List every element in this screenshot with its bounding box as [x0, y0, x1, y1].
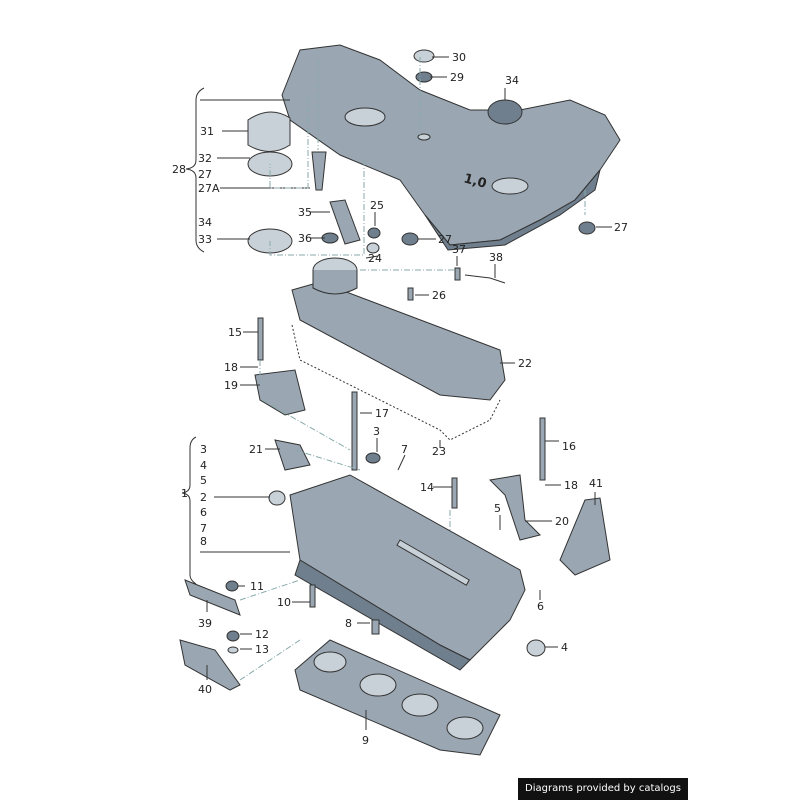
label-7-group: 7 — [200, 522, 207, 535]
label-25: 25 — [370, 199, 384, 212]
cylinder-head — [179, 317, 611, 691]
label-39: 39 — [198, 617, 212, 630]
label-11: 11 — [250, 580, 264, 593]
label-3: 3 — [373, 425, 380, 438]
part-labels: 30 29 34 31 32 27 27A 28 34 33 35 36 25 … — [172, 51, 628, 747]
label-19: 19 — [224, 379, 238, 392]
label-2: 2 — [200, 491, 207, 504]
label-27a: 27A — [198, 182, 220, 195]
head-gasket — [294, 639, 501, 756]
label-3-group: 3 — [200, 443, 207, 456]
label-5: 5 — [494, 502, 501, 515]
label-5-group: 5 — [200, 474, 207, 487]
label-27-nut-right: 27 — [614, 221, 628, 234]
label-22: 22 — [518, 357, 532, 370]
label-34-group: 34 — [198, 216, 212, 229]
label-14: 14 — [420, 481, 434, 494]
label-24: 24 — [368, 252, 382, 265]
label-8: 8 — [345, 617, 352, 630]
label-28: 28 — [172, 163, 186, 176]
label-41: 41 — [589, 477, 603, 490]
label-20: 20 — [555, 515, 569, 528]
label-18-right: 18 — [564, 479, 578, 492]
label-4-group: 4 — [200, 459, 207, 472]
label-4: 4 — [561, 641, 568, 654]
label-29: 29 — [450, 71, 464, 84]
leader-lines — [200, 56, 612, 730]
label-21: 21 — [249, 443, 263, 456]
label-7: 7 — [401, 443, 408, 456]
label-36: 36 — [298, 232, 312, 245]
engine-cover: 1,0 — [281, 44, 621, 251]
label-9: 9 — [362, 734, 369, 747]
label-35: 35 — [298, 206, 312, 219]
label-16: 16 — [562, 440, 576, 453]
displacement-marking: 1,0 — [462, 171, 488, 191]
label-40: 40 — [198, 683, 212, 696]
label-32: 32 — [198, 152, 212, 165]
label-27: 27 — [198, 168, 212, 181]
attribution-footer: Diagrams provided by catalogs parts — [518, 778, 688, 800]
label-8-group: 8 — [200, 535, 207, 548]
label-17: 17 — [375, 407, 389, 420]
label-23: 23 — [432, 445, 446, 458]
label-26: 26 — [432, 289, 446, 302]
label-38: 38 — [489, 251, 503, 264]
label-30: 30 — [452, 51, 466, 64]
label-12: 12 — [255, 628, 269, 641]
label-13: 13 — [255, 643, 269, 656]
valve-cover — [291, 257, 506, 441]
label-10: 10 — [277, 596, 291, 609]
label-15: 15 — [228, 326, 242, 339]
label-18: 18 — [224, 361, 238, 374]
label-37: 37 — [452, 243, 466, 256]
label-31: 31 — [200, 125, 214, 138]
label-6: 6 — [537, 600, 544, 613]
label-33: 33 — [198, 233, 212, 246]
label-6-group: 6 — [200, 506, 207, 519]
label-1: 1 — [181, 487, 188, 500]
label-27-nut: 27 — [438, 233, 452, 246]
label-34: 34 — [505, 74, 519, 87]
